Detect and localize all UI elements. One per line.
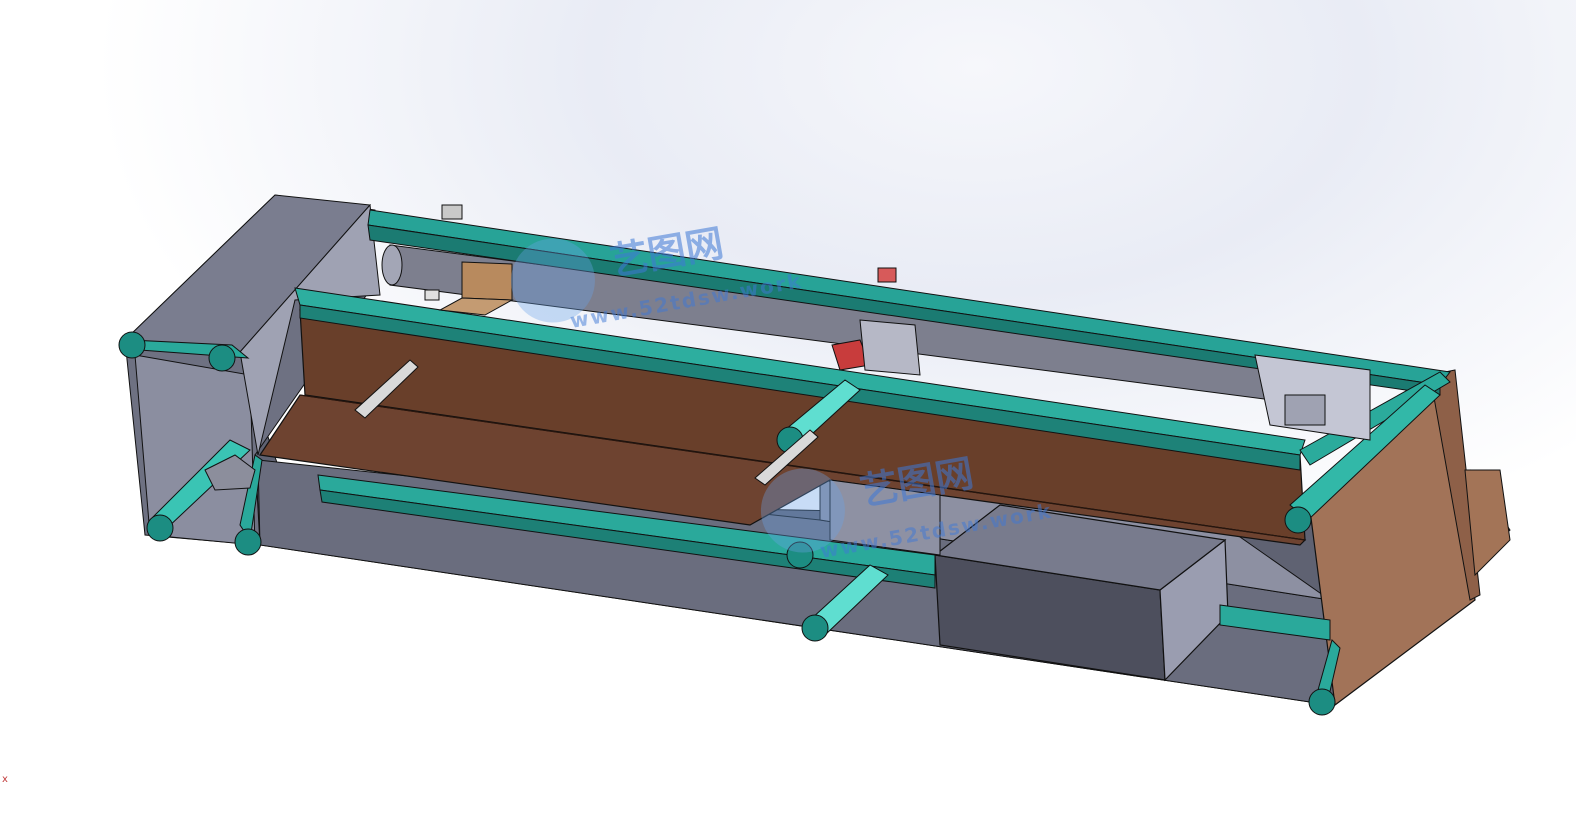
frame-rail-right-lower [1219,604,1331,641]
foot-7 [801,614,829,642]
top-clamp-left [441,204,463,220]
top-clamp-right [877,267,897,283]
center-carriage-light [829,479,941,556]
hand-wheel-left [204,454,256,491]
foot-3 [146,514,174,542]
bracket-box-side [438,297,514,316]
back-roller-end [381,244,403,286]
motor-box-top [933,504,1227,591]
linear-slide-center [754,429,819,486]
frame-rail-front-lower-face [319,489,936,589]
watermark-2-globe [760,468,845,553]
frame-feet [118,331,1336,716]
bracket-box [461,261,513,301]
watermark-1-globe [510,238,595,323]
foot-1 [118,331,146,359]
foot-4 [234,528,262,556]
linear-slide-left [354,359,419,419]
foot-9 [1308,688,1336,716]
frame-rail-front-top-face [299,304,1301,471]
frame-cross-right-top [1299,371,1451,466]
foot-6 [786,541,814,569]
sensor-small [424,289,440,301]
right-extension-box [1464,469,1511,577]
foot-2 [208,344,236,372]
carriage-block [859,319,921,376]
coordinate-triad-label: x [2,774,8,785]
foot-8 [1284,506,1312,534]
belt-fold-line [299,394,1306,541]
drive-unit-detail [1284,394,1326,426]
